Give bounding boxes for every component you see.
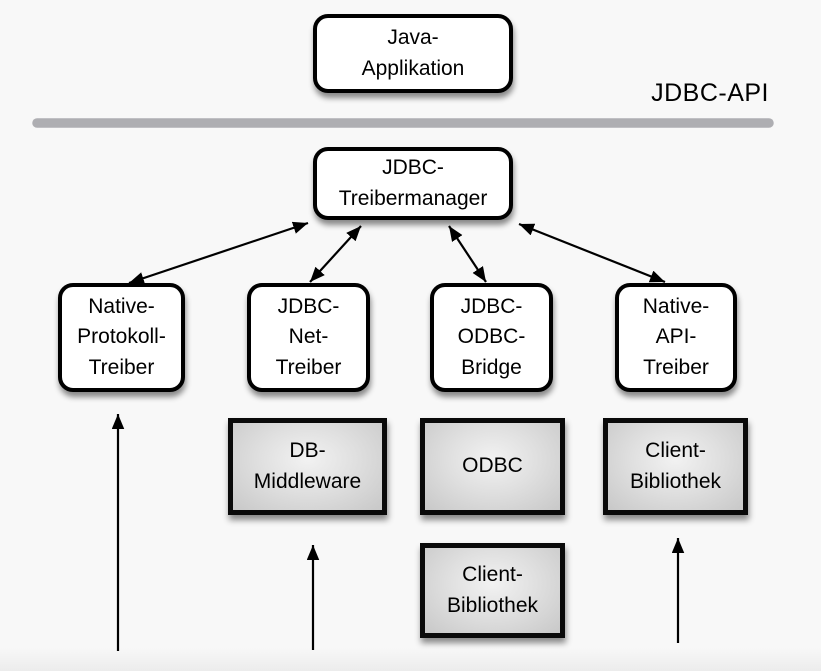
node-jdbc-odbc-bridge-label: JDBC- ODBC- Bridge: [457, 294, 526, 379]
arrow-treibermanager-jdbc-net-icon: [309, 225, 362, 283]
arrow-group: [111, 221, 685, 651]
arrow-treibermanager-jdbc-odbc-icon: [448, 225, 487, 283]
node-odbc: ODBC: [420, 418, 565, 515]
node-native-protokoll-treiber: Native- Protokoll- Treiber: [58, 283, 185, 392]
node-jdbc-treibermanager: JDBC- Treibermanager: [313, 147, 513, 220]
node-db-middleware: DB- Middleware: [228, 418, 387, 515]
node-java-applikation-label: Java- Applikation: [361, 26, 465, 80]
arrow-treibermanager-native-api-icon: [518, 222, 666, 284]
node-jdbc-net-treiber: JDBC- Net- Treiber: [247, 283, 370, 392]
node-client-bibliothek-odbc: Client- Bibliothek: [420, 543, 565, 638]
node-native-api-treiber-label: Native- API- Treiber: [642, 294, 710, 379]
node-jdbc-odbc-bridge: JDBC- ODBC- Bridge: [430, 283, 553, 392]
jdbc-api-label: JDBC-API: [651, 79, 769, 107]
node-jdbc-net-treiber-label: JDBC- Net- Treiber: [275, 294, 342, 379]
node-jdbc-treibermanager-label: JDBC- Treibermanager: [338, 156, 488, 210]
node-client-bibliothek-odbc-label: Client- Bibliothek: [446, 563, 539, 617]
node-db-middleware-label: DB- Middleware: [253, 439, 362, 493]
node-client-bibliothek-native-label: Client- Bibliothek: [629, 439, 722, 493]
node-client-bibliothek-native: Client- Bibliothek: [603, 418, 748, 515]
node-native-protokoll-treiber-label: Native- Protokoll- Treiber: [77, 294, 166, 379]
node-java-applikation: Java- Applikation: [313, 14, 513, 93]
node-odbc-label: ODBC: [462, 454, 523, 478]
arrow-treibermanager-native-protokoll-icon: [128, 221, 309, 285]
node-native-api-treiber: Native- API- Treiber: [615, 283, 737, 392]
